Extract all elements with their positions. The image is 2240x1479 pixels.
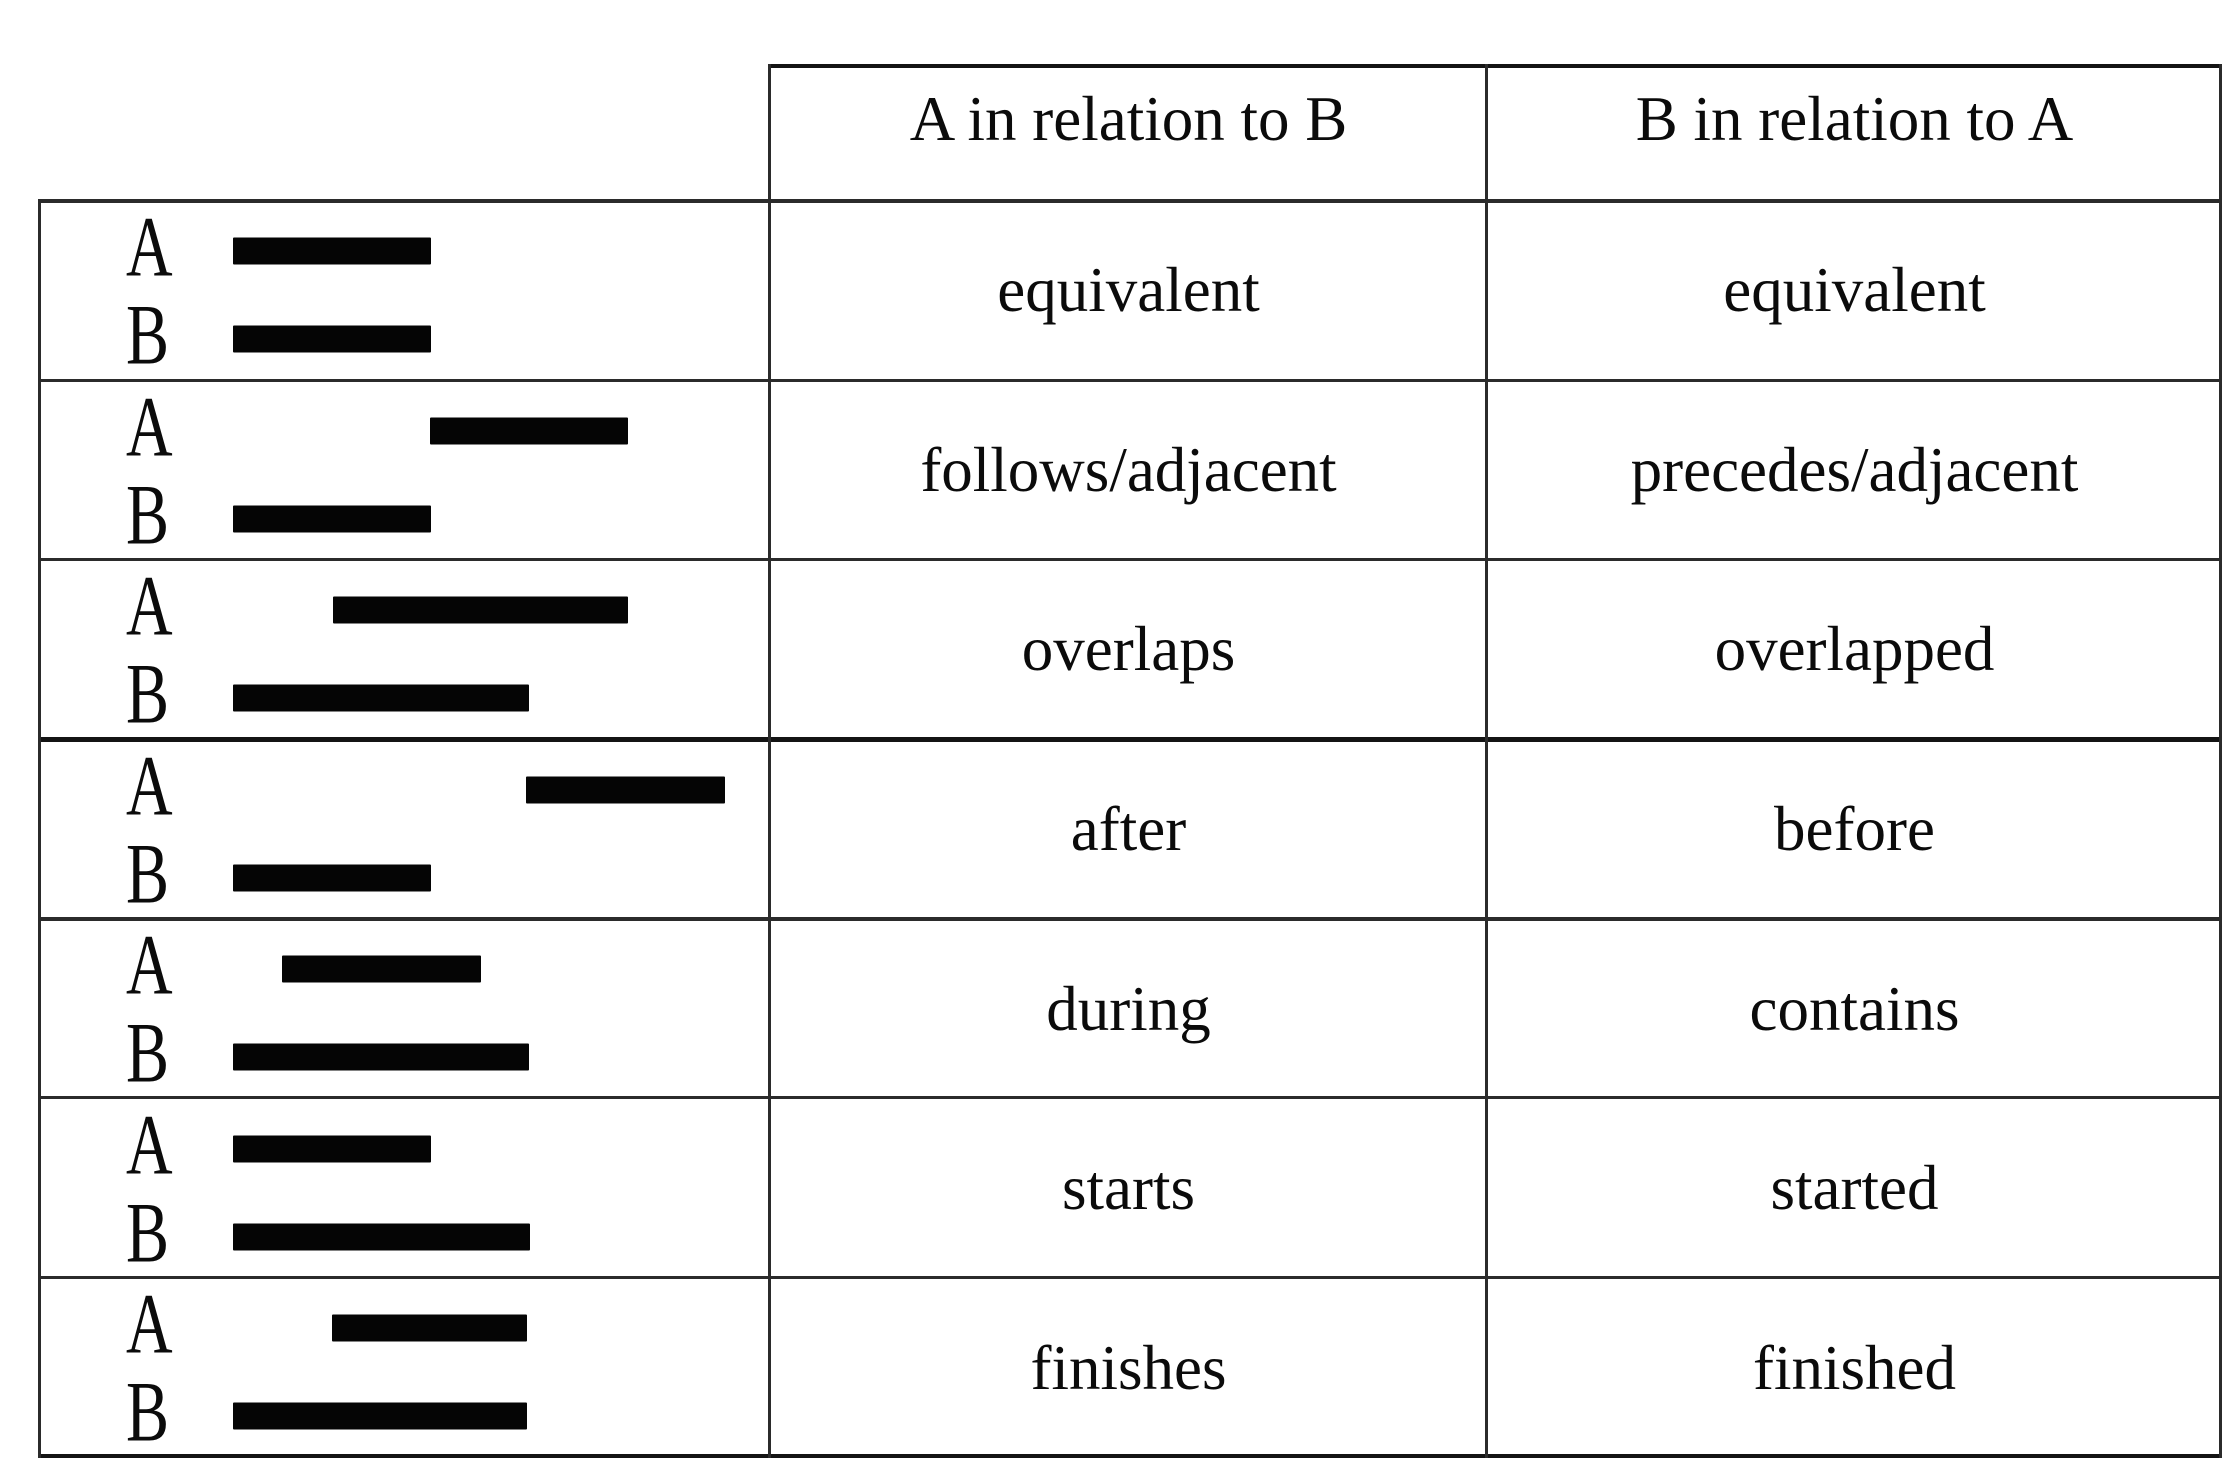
interval-a-letter: A: [126, 378, 173, 475]
interval-b-letter: B: [126, 1364, 170, 1461]
interval-a-bar: [333, 596, 628, 624]
interval-diagram-cell: A B: [38, 740, 770, 920]
interval-b-letter: B: [126, 1184, 170, 1281]
interval-a-letter: A: [126, 1096, 173, 1193]
interval-a-track: A: [38, 204, 770, 290]
relation-a-to-b-cell: after: [770, 740, 1487, 920]
header-spacer-cell: [38, 64, 770, 201]
interval-a-track: A: [38, 1102, 770, 1188]
relation-a-to-b-cell: during: [770, 919, 1487, 1099]
relation-a-to-b-label: follows/adjacent: [920, 434, 1337, 505]
interval-b-letter: B: [126, 825, 170, 922]
interval-b-track: B: [38, 471, 770, 557]
interval-b-bar: [233, 684, 529, 712]
interval-b-bar: [233, 505, 431, 533]
interval-a-letter: A: [126, 557, 173, 654]
relation-a-to-b-label: during: [1046, 973, 1211, 1044]
interval-b-track: B: [38, 292, 770, 378]
relation-b-to-a-label: equivalent: [1723, 255, 1986, 326]
interval-a-bar: [526, 776, 725, 804]
interval-diagram-cell: A B: [38, 560, 770, 740]
header-b-in-relation-to-a-label: B in relation to A: [1635, 84, 2074, 154]
interval-b-letter: B: [126, 466, 170, 563]
interval-a-letter: A: [126, 198, 173, 295]
interval-b-bar: [233, 1043, 529, 1071]
interval-relations-table: A in relation to B B in relation to A A …: [38, 64, 2222, 1458]
interval-b-bar: [233, 1402, 527, 1430]
interval-diagram-cell: A B: [38, 381, 770, 561]
interval-b-bar: [233, 864, 431, 892]
interval-a-track: A: [38, 383, 770, 469]
interval-a-track: A: [38, 1281, 770, 1367]
relation-b-to-a-label: overlapped: [1714, 614, 1995, 685]
relation-b-to-a-label: finished: [1753, 1332, 1956, 1403]
relation-a-to-b-label: starts: [1062, 1153, 1195, 1224]
interval-diagram-cell: A B: [38, 919, 770, 1099]
relation-b-to-a-cell: overlapped: [1487, 560, 2222, 740]
interval-a-bar: [332, 1314, 527, 1342]
relation-b-to-a-cell: before: [1487, 740, 2222, 920]
interval-b-track: B: [38, 651, 770, 737]
interval-a-bar: [430, 417, 628, 445]
interval-a-track: A: [38, 742, 770, 828]
interval-a-track: A: [38, 563, 770, 649]
interval-b-bar: [233, 1223, 530, 1251]
relation-a-to-b-cell: finishes: [770, 1278, 1487, 1458]
header-a-in-relation-to-b: A in relation to B: [770, 64, 1487, 201]
relation-a-to-b-cell: starts: [770, 1099, 1487, 1279]
interval-b-track: B: [38, 1010, 770, 1096]
relation-a-to-b-label: finishes: [1030, 1332, 1227, 1403]
relation-a-to-b-cell: overlaps: [770, 560, 1487, 740]
relation-b-to-a-cell: contains: [1487, 919, 2222, 1099]
relation-b-to-a-cell: equivalent: [1487, 201, 2222, 381]
interval-b-track: B: [38, 1190, 770, 1276]
header-a-in-relation-to-b-label: A in relation to B: [909, 84, 1348, 154]
interval-diagram-cell: A B: [38, 201, 770, 381]
interval-diagram-cell: A B: [38, 1099, 770, 1279]
relation-b-to-a-cell: finished: [1487, 1278, 2222, 1458]
relation-b-to-a-cell: precedes/adjacent: [1487, 381, 2222, 561]
relation-b-to-a-cell: started: [1487, 1099, 2222, 1279]
interval-b-bar: [233, 325, 431, 353]
interval-diagram-cell: A B: [38, 1278, 770, 1458]
relation-b-to-a-label: before: [1774, 793, 1935, 864]
interval-a-bar: [233, 237, 431, 265]
relation-a-to-b-cell: equivalent: [770, 201, 1487, 381]
interval-a-letter: A: [126, 916, 173, 1013]
relation-a-to-b-cell: follows/adjacent: [770, 381, 1487, 561]
relation-a-to-b-label: after: [1070, 793, 1187, 864]
interval-b-letter: B: [126, 286, 170, 383]
relation-b-to-a-label: contains: [1749, 973, 1960, 1044]
interval-b-letter: B: [126, 645, 170, 742]
interval-a-bar: [282, 955, 481, 983]
relation-a-to-b-label: equivalent: [997, 255, 1260, 326]
relation-a-to-b-label: overlaps: [1021, 614, 1236, 685]
interval-b-letter: B: [126, 1004, 170, 1101]
interval-a-letter: A: [126, 737, 173, 834]
interval-a-letter: A: [126, 1276, 173, 1373]
interval-b-track: B: [38, 830, 770, 916]
interval-a-bar: [233, 1135, 431, 1163]
interval-b-track: B: [38, 1369, 770, 1455]
interval-a-track: A: [38, 922, 770, 1008]
relation-b-to-a-label: precedes/adjacent: [1630, 434, 2079, 505]
header-b-in-relation-to-a: B in relation to A: [1487, 64, 2222, 201]
relation-b-to-a-label: started: [1770, 1153, 1939, 1224]
